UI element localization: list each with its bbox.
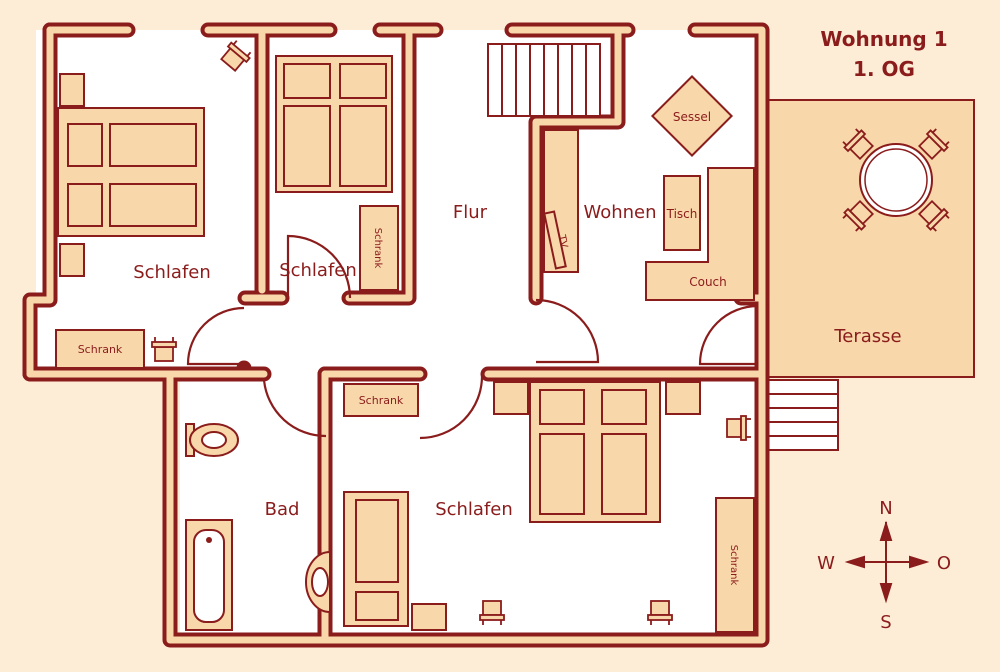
room-label-wohnen: Wohnen — [583, 202, 656, 223]
tisch — [663, 175, 701, 251]
schrank-mid — [359, 205, 399, 291]
furniture-label-tv: TV — [556, 233, 570, 249]
room-label-schlafen-bottom: Schlafen — [435, 499, 513, 520]
terrace-table-set — [840, 126, 952, 234]
door-schlafen-left — [186, 306, 245, 366]
couch — [645, 167, 755, 301]
wardrobe-bottom — [343, 491, 409, 627]
schrank-left — [55, 329, 145, 369]
furniture-label-sessel: Sessel — [673, 110, 711, 124]
terrace-stairs — [765, 379, 839, 451]
room-label-flur: Flur — [453, 202, 488, 223]
compass-n: N — [879, 498, 892, 519]
room-label-schlafen-left: Schlafen — [133, 262, 211, 283]
door-schlafen-bottom — [419, 375, 484, 440]
door-bad — [262, 379, 327, 438]
toilet — [185, 423, 239, 457]
door-swings — [186, 234, 759, 440]
furniture-label-schrank-right: Schrank — [728, 545, 739, 586]
compass-w: W — [817, 553, 835, 574]
nightstand-bottom — [411, 603, 447, 631]
furniture-label-schrank-bottom: Schrank — [359, 394, 404, 407]
compass-s: S — [880, 612, 891, 633]
door-flur-wohnen — [535, 298, 600, 364]
door-schlafen-mid — [286, 234, 352, 299]
compass-o: O — [937, 553, 951, 574]
bed-left — [57, 73, 205, 277]
schrank-bottom — [343, 383, 419, 417]
schrank-right — [715, 497, 755, 633]
furniture-label-couch: Couch — [689, 275, 727, 289]
furniture-label-schrank-left: Schrank — [78, 343, 123, 356]
sessel — [650, 74, 734, 158]
furniture-label-tisch: Tisch — [666, 207, 698, 221]
room-label-schlafen-mid: Schlafen — [279, 260, 357, 281]
plan-title-line1: Wohnung 1 — [820, 27, 947, 51]
room-label-bad: Bad — [265, 499, 300, 520]
staircase — [487, 43, 601, 117]
compass — [844, 520, 930, 604]
furniture-label-schrank-mid: Schrank — [372, 228, 383, 269]
room-label-terasse: Terasse — [833, 326, 901, 347]
bathtub — [185, 519, 233, 631]
door-terrasse — [698, 304, 759, 366]
sink — [305, 550, 331, 614]
bed-mid — [275, 55, 393, 193]
plan-title-line2: 1. OG — [853, 57, 915, 81]
tv-cabinet — [543, 129, 579, 273]
bed-bottom — [493, 381, 701, 523]
